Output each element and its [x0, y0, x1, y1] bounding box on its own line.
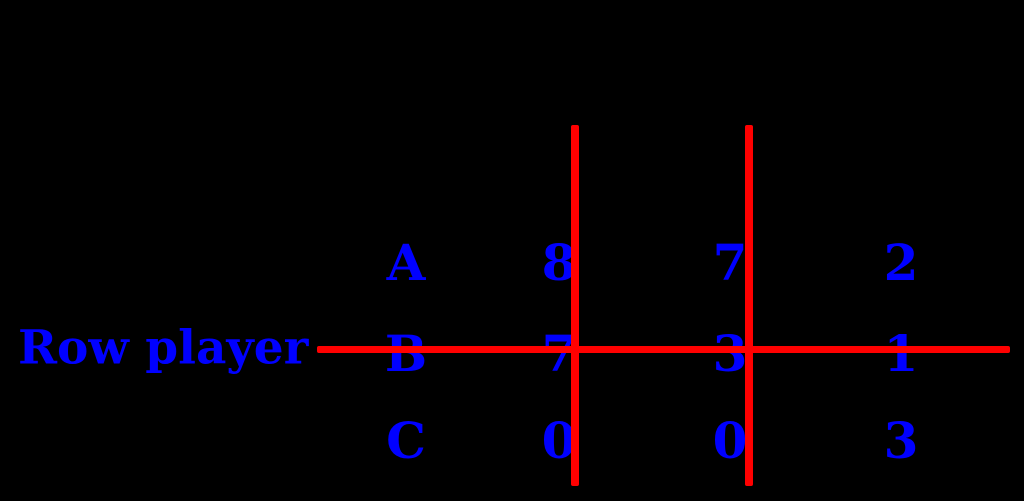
row-label-b: B — [384, 324, 428, 383]
row-player-label: Row player — [18, 320, 309, 376]
payoff-cell-b2: 3 — [712, 324, 748, 383]
payoff-cell-b1: 7 — [541, 324, 577, 383]
payoff-cell-c2: 0 — [712, 411, 748, 470]
payoff-cell-c3: 3 — [883, 411, 919, 470]
payoff-cell-a2: 7 — [712, 233, 748, 292]
payoff-cell-a1: 8 — [541, 233, 577, 292]
payoff-cell-c1: 0 — [541, 411, 577, 470]
horizontal-strike-line-row-b — [317, 346, 1010, 353]
payoff-cell-b3: 1 — [883, 324, 919, 383]
vertical-strike-line-column-2 — [745, 125, 753, 486]
row-label-a: A — [386, 233, 426, 292]
vertical-strike-line-column-1 — [571, 125, 579, 486]
row-label-c: C — [386, 411, 426, 470]
payoff-cell-a3: 2 — [883, 233, 919, 292]
